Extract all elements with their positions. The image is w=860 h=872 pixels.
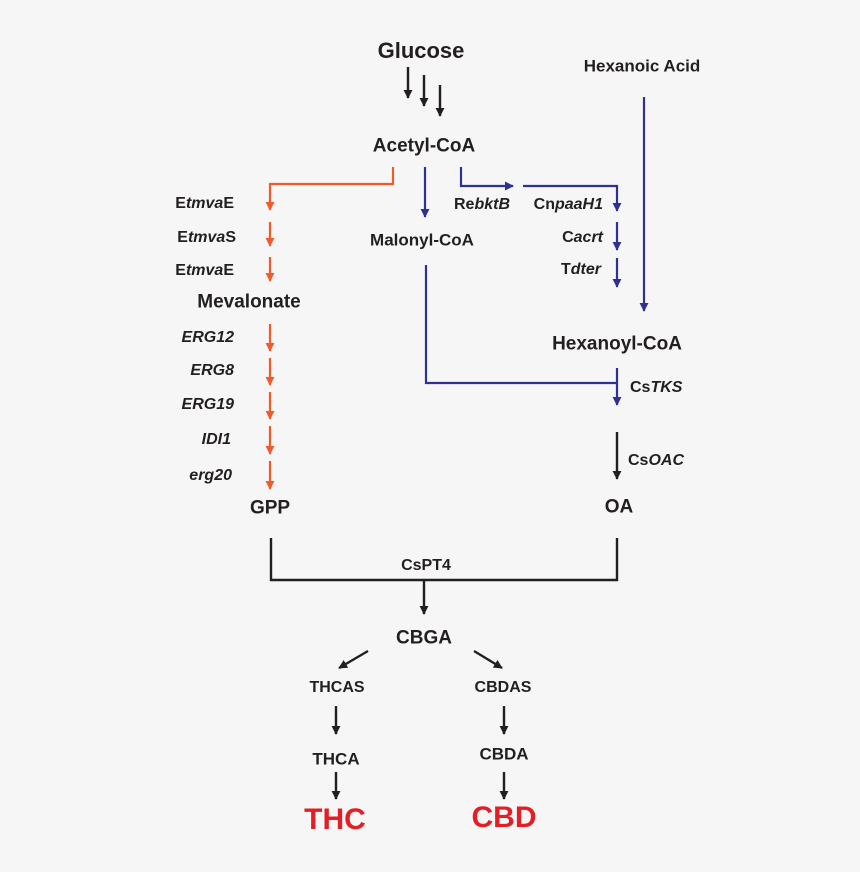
cbga-label: CBGA (396, 627, 452, 649)
mva-enzyme-erg19: ERG19 (181, 396, 234, 413)
cacrt-enzyme: Cacrt (562, 229, 603, 246)
oa-label: OA (604, 496, 634, 518)
mva-enzyme-idi1: IDI1 (201, 431, 231, 448)
mevalonate-label: Mevalonate (197, 291, 301, 313)
cspt4-enzyme: CsPT4 (401, 557, 451, 574)
mva-enzyme-erg12: ERG12 (181, 329, 234, 346)
mva-enzyme-1: EtmvaE (175, 195, 234, 212)
thcas-enzyme: THCAS (309, 679, 365, 696)
mva-enzyme-erg20: erg20 (189, 467, 232, 484)
acetyl-coa-label: Acetyl-CoA (372, 135, 476, 157)
cnpaah1-enzyme: CnpaaH1 (533, 196, 603, 213)
glucose-label: Glucose (377, 38, 465, 63)
gpp-label: GPP (249, 497, 291, 519)
mva-enzyme-2: EtmvaS (177, 229, 236, 246)
thca-label: THCA (312, 749, 360, 769)
cbdas-enzyme: CBDAS (474, 679, 532, 696)
thc-product-label: THC (304, 803, 366, 836)
core-pathway-arrows (269, 432, 622, 800)
hexanoic-acid-label: Hexanoic Acid (583, 56, 701, 76)
mva-enzyme-erg8: ERG8 (190, 362, 234, 379)
rebktb-enzyme: RebktB (453, 196, 511, 213)
csoac-enzyme: CsOAC (628, 452, 685, 469)
tdter-enzyme: Tdter (560, 261, 601, 278)
mva-pathway-arrows (265, 167, 395, 490)
cstks-enzyme: CsTKS (630, 379, 683, 396)
malonyl-coa-label: Malonyl-CoA (370, 230, 474, 250)
cbd-product-label: CBD (471, 801, 537, 834)
mva-enzyme-3: EtmvaE (175, 262, 234, 279)
cbda-label: CBDA (479, 744, 529, 764)
glucose-arrows (403, 67, 445, 117)
fatty-pathway-arrows (420, 97, 649, 406)
hexanoyl-coa-label: Hexanoyl-CoA (552, 333, 682, 355)
